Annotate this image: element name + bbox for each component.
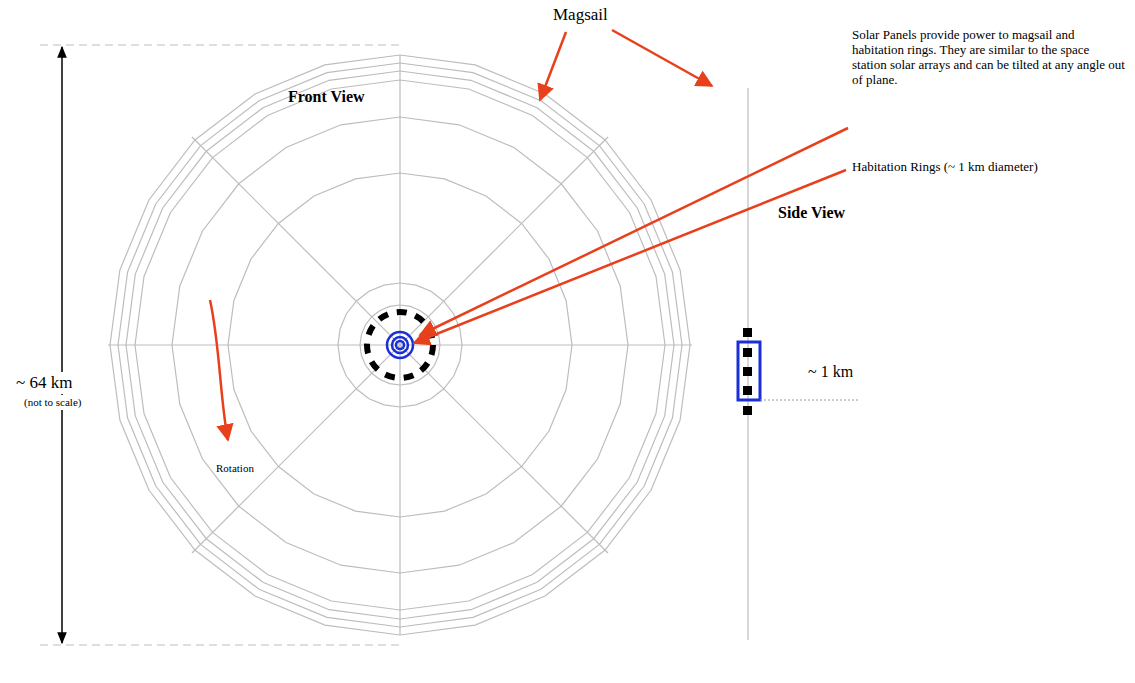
dimension-note: (not to scale) <box>22 395 83 410</box>
rotation-label: Rotation <box>216 462 254 475</box>
dimension-label: ~ 1 km <box>808 363 853 381</box>
habitation-ring-note: Habitation Rings (~ 1 km diameter) <box>852 160 1127 175</box>
solar-panel-note: Solar Panels provide power to magsail an… <box>852 28 1127 88</box>
rotation-arrow <box>210 300 228 440</box>
habitation-rings <box>387 332 413 358</box>
dimension-label: ~ 64 km <box>14 372 74 394</box>
magsail-label: Magsail <box>553 5 608 25</box>
leader-arrows <box>414 30 848 343</box>
view-title: Side View <box>778 204 845 222</box>
view-title: Front View <box>288 88 365 106</box>
dimension-64km <box>40 45 400 645</box>
magsail-spokes <box>108 55 692 635</box>
solar-panel-ring <box>367 312 433 378</box>
